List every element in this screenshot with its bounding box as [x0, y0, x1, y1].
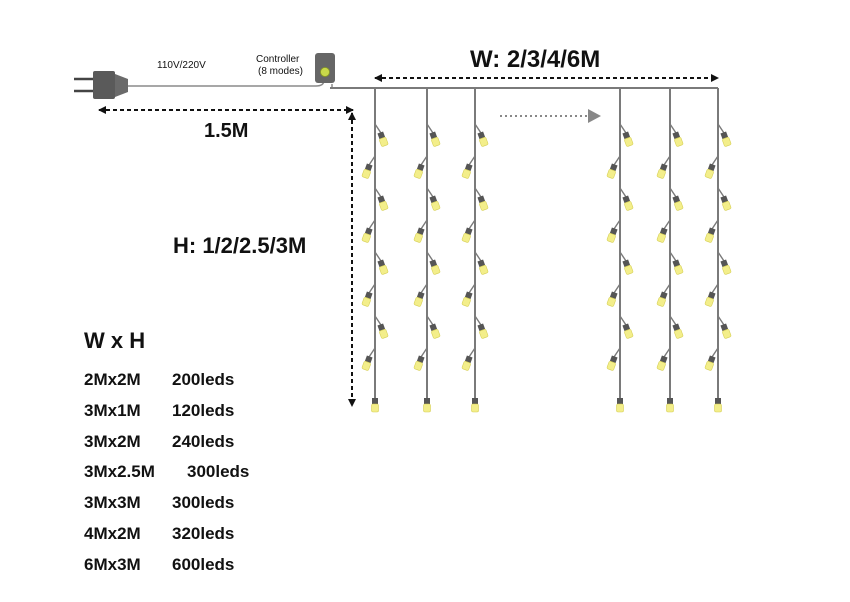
- spec-size: 3Mx3M: [84, 493, 141, 512]
- led-bulb-icon: [477, 323, 489, 339]
- led-bulb-icon: [606, 227, 618, 243]
- led-bulb-icon: [714, 398, 722, 413]
- height-label: H: 1/2/2.5/3M: [173, 233, 307, 258]
- lead-cord: [128, 79, 325, 87]
- led-bulb-icon: [461, 355, 473, 371]
- spec-row: 3Mx1M 120leds: [84, 401, 234, 421]
- spec-row: 3Mx2.5M 300leds: [84, 462, 249, 482]
- spec-size: 3Mx1M: [84, 401, 141, 420]
- led-bulb-icon: [606, 291, 618, 307]
- controller-modes-label: (8 modes): [258, 66, 304, 77]
- led-bulb-icon: [672, 259, 684, 275]
- led-bulb-icon: [429, 323, 441, 339]
- spec-size: 2Mx2M: [84, 370, 141, 389]
- led-bulb-icon: [656, 291, 668, 307]
- led-bulb-icon: [477, 195, 489, 211]
- spec-size: 3Mx2M: [84, 432, 141, 451]
- led-bulb-icon: [423, 398, 431, 413]
- spec-row: 3Mx2M 240leds: [84, 432, 234, 452]
- led-bulb-icon: [361, 291, 373, 307]
- led-bulb-icon: [377, 259, 389, 275]
- controller-label: Controller: [256, 54, 300, 65]
- spec-row: 3Mx3M 300leds: [84, 493, 234, 513]
- led-strands: [361, 88, 732, 413]
- led-bulb-icon: [461, 291, 473, 307]
- led-bulb-icon: [413, 227, 425, 243]
- led-bulb-icon: [672, 323, 684, 339]
- led-bulb-icon: [461, 227, 473, 243]
- led-bulb-icon: [429, 131, 441, 147]
- led-bulb-icon: [471, 398, 479, 413]
- spec-led-count: 600leds: [172, 555, 235, 574]
- spec-led-count: 240leds: [172, 432, 235, 451]
- led-bulb-icon: [720, 323, 732, 339]
- spec-row: 2Mx2M 200leds: [84, 370, 234, 390]
- led-bulb-icon: [477, 131, 489, 147]
- led-bulb-icon: [606, 355, 618, 371]
- spec-led-count: 300leds: [187, 462, 250, 481]
- led-bulb-icon: [377, 323, 389, 339]
- led-bulb-icon: [704, 355, 716, 371]
- spec-led-count: 200leds: [172, 370, 235, 389]
- led-bulb-icon: [413, 163, 425, 179]
- led-bulb-icon: [413, 355, 425, 371]
- led-bulb-icon: [377, 195, 389, 211]
- led-bulb-icon: [704, 227, 716, 243]
- led-bulb-icon: [361, 355, 373, 371]
- led-bulb-icon: [606, 163, 618, 179]
- cord-length-label: 1.5M: [204, 120, 249, 142]
- led-bulb-icon: [656, 163, 668, 179]
- led-bulb-icon: [720, 131, 732, 147]
- spec-led-count: 320leds: [172, 524, 235, 543]
- led-bulb-icon: [656, 227, 668, 243]
- led-bulb-icon: [622, 131, 634, 147]
- led-bulb-icon: [704, 163, 716, 179]
- power-plug-icon: [74, 71, 128, 99]
- led-bulb-icon: [616, 398, 624, 413]
- led-bulb-icon: [672, 195, 684, 211]
- led-bulb-icon: [361, 163, 373, 179]
- led-bulb-icon: [666, 398, 674, 413]
- led-bulb-icon: [672, 131, 684, 147]
- led-bulb-icon: [720, 195, 732, 211]
- width-label: W: 2/3/4/6M: [470, 46, 601, 73]
- spec-table-heading: W x H: [84, 328, 146, 353]
- led-bulb-icon: [704, 291, 716, 307]
- spec-led-count: 120leds: [172, 401, 235, 420]
- continuation-arrow-icon: [500, 109, 601, 123]
- led-bulb-icon: [720, 259, 732, 275]
- voltage-label: 110V/220V: [157, 60, 206, 71]
- led-bulb-icon: [656, 355, 668, 371]
- led-bulb-icon: [477, 259, 489, 275]
- led-bulb-icon: [622, 259, 634, 275]
- spec-row: 4Mx2M 320leds: [84, 524, 234, 544]
- spec-row: 6Mx3M 600leds: [84, 555, 234, 575]
- led-bulb-icon: [429, 259, 441, 275]
- led-bulb-icon: [622, 195, 634, 211]
- led-bulb-icon: [371, 398, 379, 413]
- led-bulb-icon: [429, 195, 441, 211]
- led-bulb-icon: [377, 131, 389, 147]
- led-bulb-icon: [361, 227, 373, 243]
- led-bulb-icon: [461, 163, 473, 179]
- controller-box-icon: [315, 53, 335, 83]
- spec-size: 6Mx3M: [84, 555, 141, 574]
- spec-size: 4Mx2M: [84, 524, 141, 543]
- spec-led-count: 300leds: [172, 493, 235, 512]
- spec-size: 3Mx2.5M: [84, 462, 155, 481]
- led-bulb-icon: [622, 323, 634, 339]
- led-bulb-icon: [413, 291, 425, 307]
